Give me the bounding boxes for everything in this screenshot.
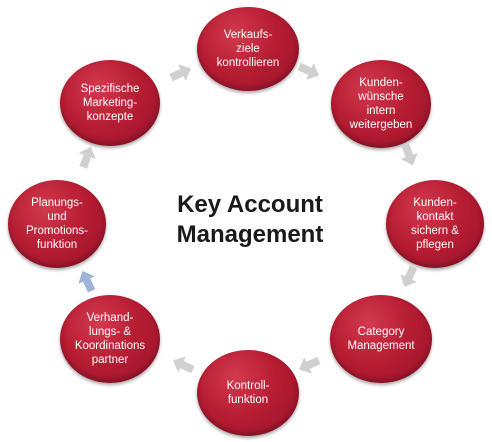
node-verhandlungspartner: Verhand- lungs- & Koordinations partner <box>60 295 160 383</box>
block-arrow-icon <box>295 58 323 84</box>
node-kundenkontakt: Kunden- kontakt sichern & pflegen <box>386 180 484 268</box>
node-verkaufsziele: Verkaufs- ziele kontrollieren <box>197 7 299 91</box>
block-arrow-icon <box>75 144 99 171</box>
node-kontrollfunktion: Kontroll- funktion <box>197 350 299 436</box>
node-label: Category Management <box>347 326 415 352</box>
node-planung: Planungs- und Promotions- funktion <box>8 180 106 268</box>
node-kundenwuensche: Kunden- wünsche intern weitergeben <box>331 60 431 148</box>
block-arrow-icon <box>295 352 323 378</box>
block-arrow-icon <box>167 60 195 86</box>
node-label: Verhand- lungs- & Koordinations partner <box>74 312 146 366</box>
diagram-title: Key Account Management <box>176 191 324 248</box>
node-label: Planungs- und Promotions- funktion <box>26 197 88 251</box>
block-arrow-icon <box>169 352 197 378</box>
node-category: Category Management <box>330 295 432 383</box>
node-label: Kontroll- funktion <box>226 380 270 406</box>
block-arrow-icon <box>74 267 100 295</box>
block-arrow-icon <box>396 263 422 291</box>
node-label: Kunden- wünsche intern weitergeben <box>349 77 413 131</box>
node-label: Spezifische Marketing- konzepte <box>80 83 140 123</box>
node-marketingkonzepte: Spezifische Marketing- konzepte <box>60 60 160 146</box>
node-label: Kunden- kontakt sichern & pflegen <box>411 197 459 251</box>
node-label: Verkaufs- ziele kontrollieren <box>216 29 280 69</box>
block-arrow-icon <box>397 142 421 169</box>
